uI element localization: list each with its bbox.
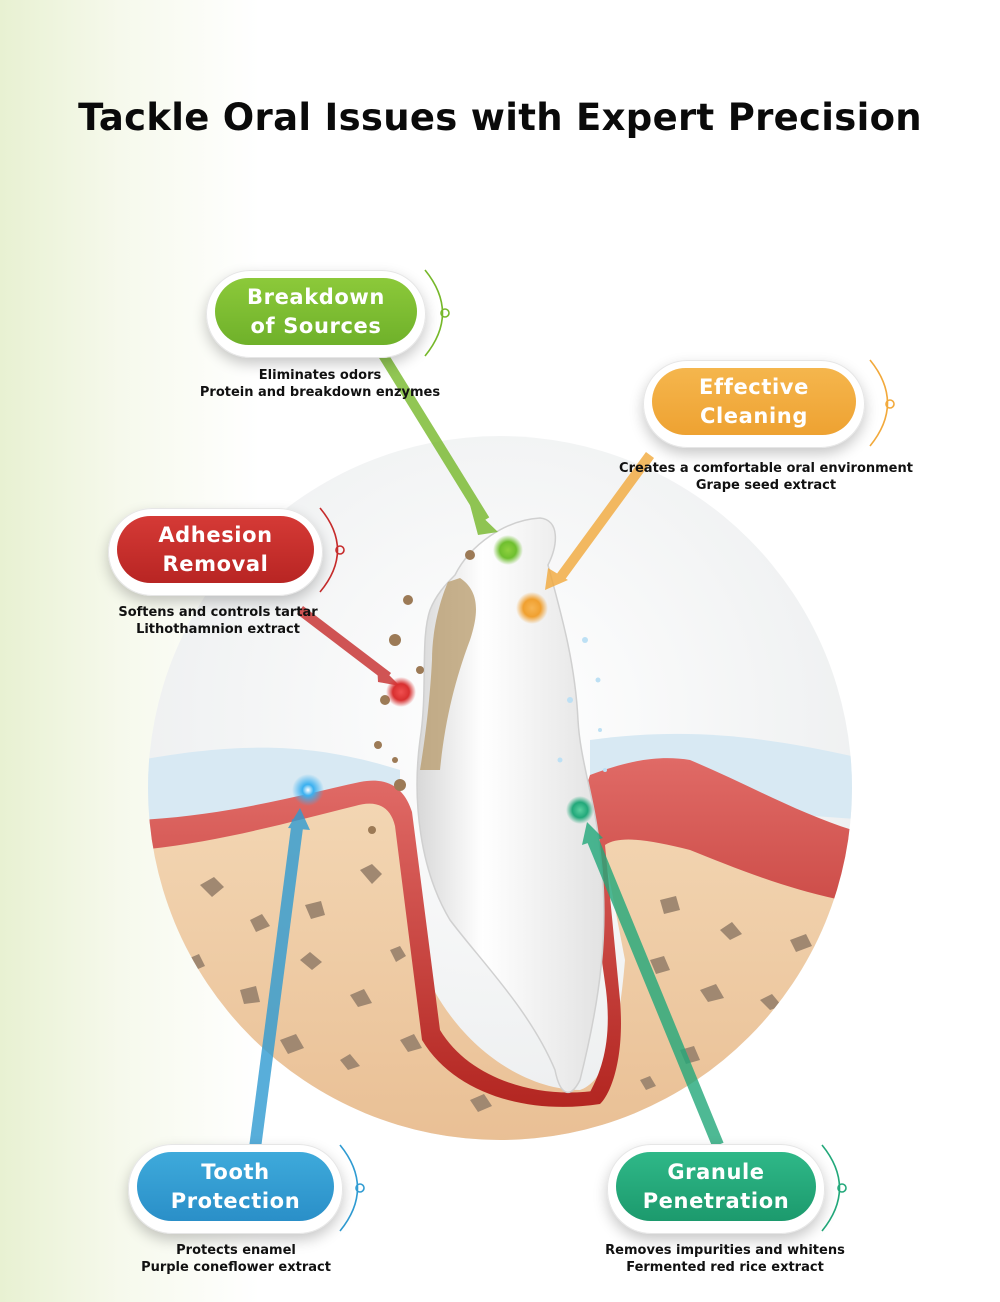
dot-adhesion (386, 677, 416, 707)
dot-breakdown (493, 535, 523, 565)
arrow-protection (249, 819, 304, 1149)
protection-caption: Protects enamel Purple coneflower extrac… (141, 1243, 331, 1275)
tartar (420, 578, 476, 770)
arrow-adhesion (296, 606, 392, 681)
water-droplets (557, 637, 607, 772)
callout-cleaning: Effective Cleaning (643, 360, 865, 448)
breakdown-caption: Eliminates odors Protein and breakdown e… (199, 368, 441, 400)
callout-adhesion: Adhesion Removal (108, 508, 323, 596)
granule-caption: Removes impurities and whitens Fermented… (605, 1243, 845, 1275)
granule-label: Granule Penetration (616, 1152, 816, 1221)
dot-granule (566, 796, 594, 824)
adhesion-label: Adhesion Removal (117, 516, 314, 583)
arrow-breakdown (375, 347, 490, 523)
cleaning-caption: Creates a comfortable oral environment G… (619, 461, 913, 493)
breakdown-label: Breakdown of Sources (215, 278, 417, 345)
callout-protection: Tooth Protection (128, 1144, 343, 1234)
tooth (416, 517, 605, 1093)
callout-granule: Granule Penetration (607, 1144, 825, 1234)
arrow-granule (586, 835, 724, 1148)
cleaning-label: Effective Cleaning (652, 368, 856, 435)
arrows (249, 347, 724, 1149)
dot-protection (292, 774, 324, 806)
adhesion-caption: Softens and controls tartar Lithothamnio… (118, 605, 318, 637)
debris (368, 550, 475, 834)
page-title: Tackle Oral Issues with Expert Precision (78, 96, 922, 139)
protection-label: Tooth Protection (137, 1152, 334, 1221)
dot-cleaning (516, 592, 548, 624)
pill-arcs (319, 269, 895, 1232)
arrow-cleaning (555, 452, 655, 581)
gum-right (582, 758, 852, 1104)
callout-breakdown: Breakdown of Sources (206, 270, 426, 358)
